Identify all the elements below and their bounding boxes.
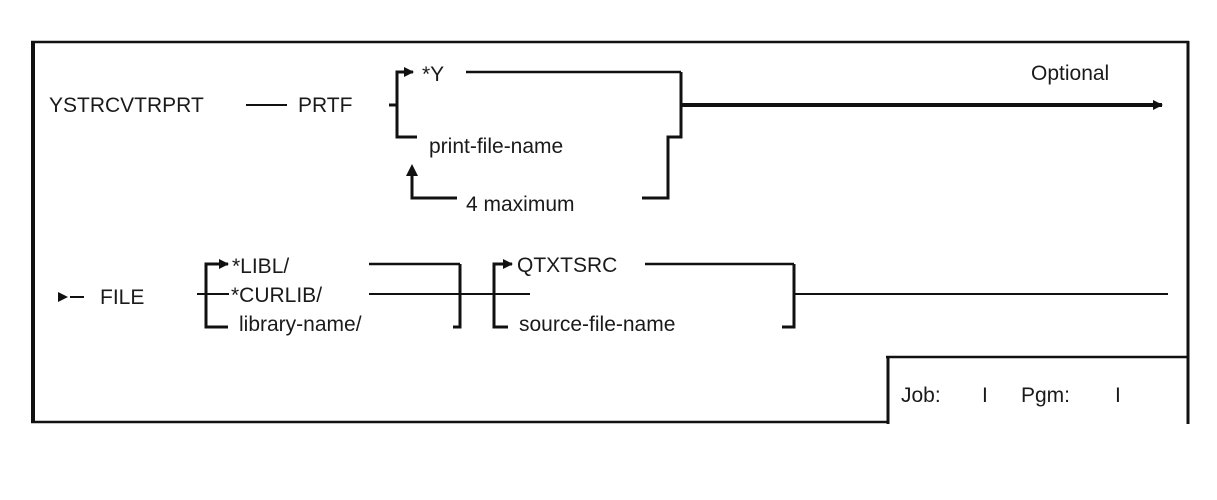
library-option-curlib: *CURLIB/: [231, 284, 322, 307]
repeat-arrow-icon: [406, 164, 418, 176]
job-pgm-box: [886, 355, 1189, 424]
optional-label: Optional: [1031, 62, 1109, 85]
pgm-label: Pgm:: [1021, 384, 1070, 407]
source-file-choice-bracket: [492, 259, 1168, 329]
source-file-default: QTXTSRC: [517, 254, 617, 277]
source-file-alt: source-file-name: [519, 313, 675, 336]
library-option-libl: *LIBL/: [232, 255, 289, 278]
library-option-name: library-name/: [239, 313, 362, 336]
job-value: I: [982, 384, 988, 407]
prtf-choice-bracket: [389, 67, 1163, 200]
repeat-limit-label: 4 maximum: [466, 193, 575, 216]
pgm-value: I: [1115, 384, 1121, 407]
job-label: Job:: [901, 384, 941, 407]
continuation-arrow-icon: [58, 292, 68, 302]
library-choice-bracket: [197, 259, 530, 329]
command-name: YSTRCVTRPRT: [49, 94, 204, 117]
prtf-keyword: PRTF: [298, 94, 352, 117]
file-keyword: FILE: [100, 286, 144, 309]
diagram-frame: [31, 40, 1190, 424]
prtf-alt-value: print-file-name: [429, 135, 563, 158]
prtf-default-value: *Y: [422, 63, 444, 86]
